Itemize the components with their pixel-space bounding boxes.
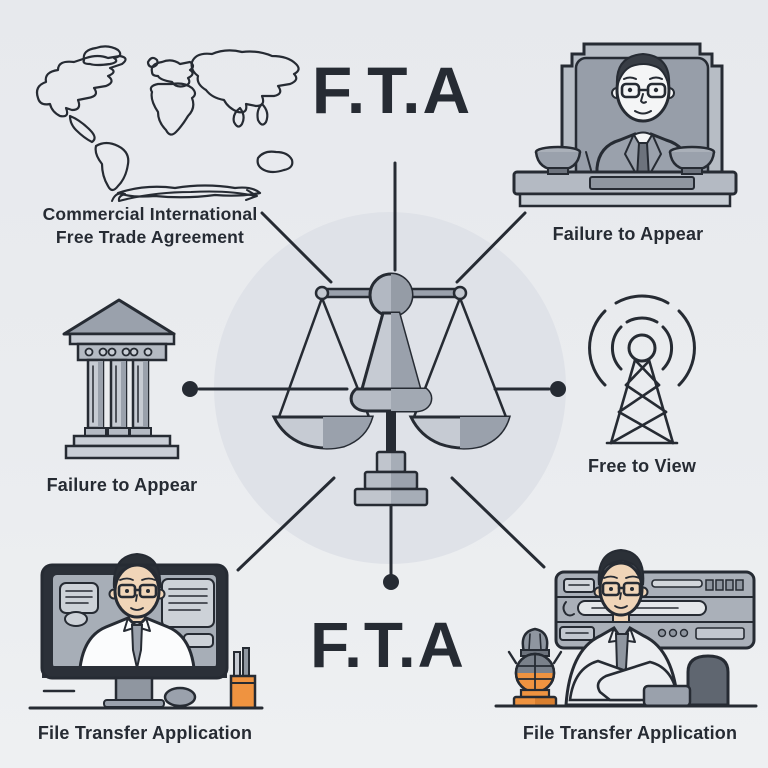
label-trade-agreement-line1: Commercial International — [42, 204, 258, 224]
connector-line-bottom-right — [450, 476, 546, 569]
label-trade-agreement-line2: Free Trade Agreement — [55, 227, 245, 248]
label-free-to-view: Free to View — [587, 456, 697, 476]
label-failure-to-appear-court: Failure to Appear — [46, 475, 198, 495]
courthouse-icon — [62, 298, 180, 460]
label-failure-to-appear-judge: Failure to Appear — [552, 224, 704, 244]
connector-line-bottom-left — [236, 476, 336, 572]
label-trade-agreement: Commercial International Free Trade Agre… — [30, 203, 270, 249]
label-file-transfer-left: File Transfer Application — [37, 723, 253, 743]
connector-lines — [197, 161, 551, 576]
title-top: F.T.A — [311, 53, 473, 127]
connector-dot-right — [550, 381, 566, 397]
connector-dot-bottom — [383, 574, 399, 590]
person-on-monitor-icon — [28, 552, 264, 710]
radio-tower-icon — [588, 294, 696, 445]
connector-line-top-right — [455, 211, 527, 284]
title-bottom: F.T.A — [310, 609, 466, 681]
scales-of-justice-icon — [271, 272, 511, 507]
connector-line-top-left — [260, 211, 333, 284]
judge-at-bench-icon — [512, 42, 738, 208]
person-at-desk-icon — [494, 548, 758, 708]
connector-dot-left — [182, 381, 198, 397]
world-map-icon — [35, 45, 300, 199]
label-file-transfer-right: File Transfer Application — [522, 723, 738, 743]
